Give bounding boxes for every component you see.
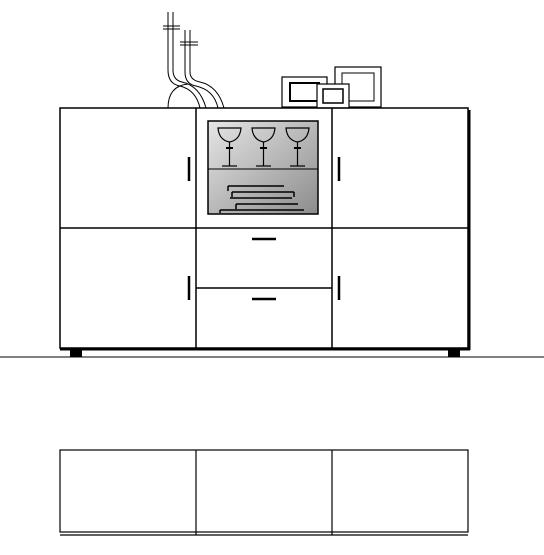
- sideboard-feet: [70, 350, 460, 357]
- sideboard-plan-view: [59, 449, 469, 536]
- handle-icon: [187, 157, 341, 301]
- glass-display: [207, 120, 319, 215]
- sideboard-body: [59, 107, 471, 351]
- wine-glass-icon: [217, 127, 310, 167]
- vase-icon: [163, 12, 225, 109]
- plate-stack-icon: [219, 185, 304, 213]
- picture-frame-icon: [281, 66, 382, 109]
